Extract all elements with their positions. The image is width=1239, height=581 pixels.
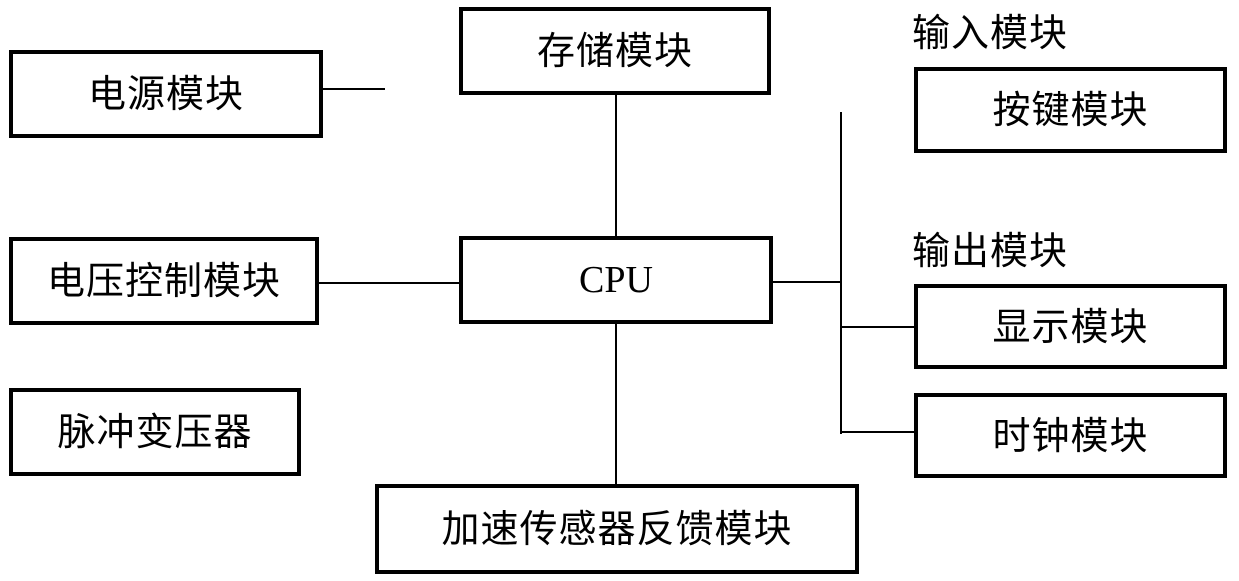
- clock-module-label: 时钟模块: [992, 417, 1148, 455]
- accel-sensor-feedback-module-label: 加速传感器反馈模块: [441, 510, 792, 548]
- key-module-label: 按键模块: [992, 91, 1148, 129]
- accel-sensor-feedback-module-box: 加速传感器反馈模块: [375, 484, 859, 574]
- pulse-transformer-label: 脉冲变压器: [57, 413, 252, 451]
- io-bus-vertical-line: [840, 112, 842, 434]
- clock-module-box: 时钟模块: [914, 393, 1227, 478]
- bus-display-line: [840, 326, 916, 328]
- storage-module-label: 存储模块: [537, 32, 693, 70]
- power-module-label: 电源模块: [88, 75, 244, 113]
- bus-clock-line: [840, 431, 916, 433]
- voltage-control-module-label: 电压控制模块: [47, 262, 281, 300]
- storage-cpu-line: [615, 95, 617, 237]
- output-group-label: 输出模块: [912, 232, 1068, 270]
- input-group-label: 输入模块: [912, 14, 1068, 52]
- power-module-box: 电源模块: [9, 50, 323, 138]
- key-module-box: 按键模块: [914, 67, 1227, 153]
- cpu-accel-line: [615, 323, 617, 486]
- cpu-bus-line: [773, 281, 841, 283]
- display-module-label: 显示模块: [992, 308, 1148, 346]
- cpu-box: CPU: [459, 236, 773, 324]
- cpu-label: CPU: [579, 261, 653, 299]
- storage-module-box: 存储模块: [459, 7, 771, 95]
- display-module-box: 显示模块: [914, 284, 1227, 369]
- voltage-cpu-line: [319, 282, 461, 284]
- power-stub-line: [323, 88, 385, 90]
- pulse-transformer-box: 脉冲变压器: [9, 388, 301, 476]
- voltage-control-module-box: 电压控制模块: [9, 237, 319, 325]
